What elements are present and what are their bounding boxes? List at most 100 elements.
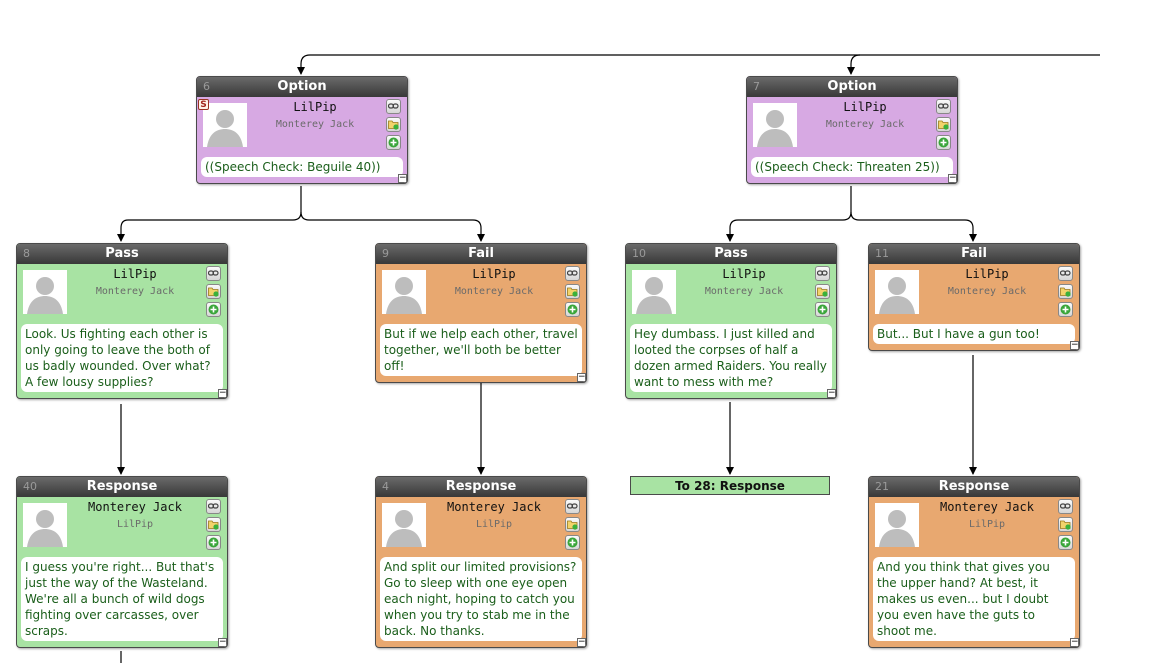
add-child-button[interactable] xyxy=(936,135,951,150)
add-child-button[interactable] xyxy=(1058,302,1073,317)
speaker-name: Monterey Jack xyxy=(88,500,182,514)
add-child-button[interactable] xyxy=(206,302,221,317)
dialogue-text[interactable]: Look. Us fighting each other is only goi… xyxy=(21,324,223,392)
link-button[interactable] xyxy=(206,266,221,281)
node-buttons xyxy=(936,99,954,153)
portrait-button[interactable] xyxy=(936,117,951,132)
portrait-image xyxy=(23,503,67,547)
portrait-image xyxy=(875,503,919,547)
speaker-name: Monterey Jack xyxy=(447,500,541,514)
listener-name: LilPip xyxy=(475,519,513,530)
portrait-button[interactable] xyxy=(565,517,580,532)
portrait-button[interactable] xyxy=(565,284,580,299)
link-button[interactable] xyxy=(815,266,830,281)
node-id: 10 xyxy=(632,247,646,260)
listener-name: Monterey Jack xyxy=(704,286,784,297)
collapse-button[interactable]: − xyxy=(577,372,586,382)
node-id: 40 xyxy=(23,480,37,493)
link-button[interactable] xyxy=(936,99,951,114)
listener-name: LilPip xyxy=(968,519,1006,530)
add-child-button[interactable] xyxy=(1058,535,1073,550)
collapse-button[interactable]: − xyxy=(398,173,407,183)
node-buttons xyxy=(565,499,583,553)
link-button[interactable] xyxy=(1058,266,1073,281)
node-header[interactable]: 9 Fail xyxy=(376,244,586,264)
link-button[interactable] xyxy=(565,499,580,514)
speaker-name: LilPip xyxy=(722,267,766,281)
link-button[interactable] xyxy=(386,99,401,114)
connector-to-node-6 xyxy=(297,54,1100,75)
listener-name: Monterey Jack xyxy=(454,286,534,297)
connector-6-to-9 xyxy=(300,211,485,242)
link-button[interactable] xyxy=(206,499,221,514)
dialogue-text[interactable]: I guess you're right... But that's just … xyxy=(21,557,223,641)
add-child-button[interactable] xyxy=(815,302,830,317)
dialogue-text[interactable]: ((Speech Check: Beguile 40)) xyxy=(201,157,403,177)
portrait-button[interactable] xyxy=(206,517,221,532)
node-id: 11 xyxy=(875,247,889,260)
node-title: Pass xyxy=(714,246,748,261)
portrait-button[interactable] xyxy=(206,284,221,299)
node-title: Fail xyxy=(468,246,494,261)
collapse-button[interactable]: − xyxy=(218,388,227,398)
portrait-button[interactable] xyxy=(815,284,830,299)
node-id: 9 xyxy=(382,247,389,260)
connector-7-to-10 xyxy=(726,186,852,242)
portrait-button[interactable] xyxy=(386,117,401,132)
node-buttons xyxy=(1058,499,1076,553)
portrait-image xyxy=(382,270,426,314)
speaker-name: LilPip xyxy=(113,267,157,281)
speaker-name: Monterey Jack xyxy=(940,500,1034,514)
portrait-image xyxy=(203,103,247,147)
dialogue-text[interactable]: Hey dumbass. I just killed and looted th… xyxy=(630,324,832,392)
node-header[interactable]: 10 Pass xyxy=(626,244,836,264)
add-child-button[interactable] xyxy=(565,302,580,317)
dialogue-text[interactable]: But... But I have a gun too! xyxy=(873,324,1075,344)
listener-name: Monterey Jack xyxy=(95,286,175,297)
connector-7-to-11 xyxy=(850,211,977,242)
dialogue-text[interactable]: And split our limited provisions? Go to … xyxy=(380,557,582,641)
link-button[interactable] xyxy=(565,266,580,281)
collapse-button[interactable]: − xyxy=(1070,340,1079,350)
collapse-button[interactable]: − xyxy=(1070,637,1079,647)
collapse-button[interactable]: − xyxy=(948,173,957,183)
collapse-button[interactable]: − xyxy=(827,388,836,398)
add-child-button[interactable] xyxy=(386,135,401,150)
link-button[interactable] xyxy=(1058,499,1073,514)
collapse-button[interactable]: − xyxy=(577,637,586,647)
dialogue-text[interactable]: ((Speech Check: Threaten 25)) xyxy=(751,157,953,177)
link-node-to-28[interactable]: To 28: Response xyxy=(630,476,830,495)
portrait-button[interactable] xyxy=(1058,284,1073,299)
add-child-button[interactable] xyxy=(565,535,580,550)
dialogue-text[interactable]: But if we help each other, travel togeth… xyxy=(380,324,582,376)
dialogue-text[interactable]: And you think that gives you the upper h… xyxy=(873,557,1075,641)
collapse-button[interactable]: − xyxy=(218,637,227,647)
add-child-button[interactable] xyxy=(206,535,221,550)
portrait-button[interactable] xyxy=(1058,517,1073,532)
